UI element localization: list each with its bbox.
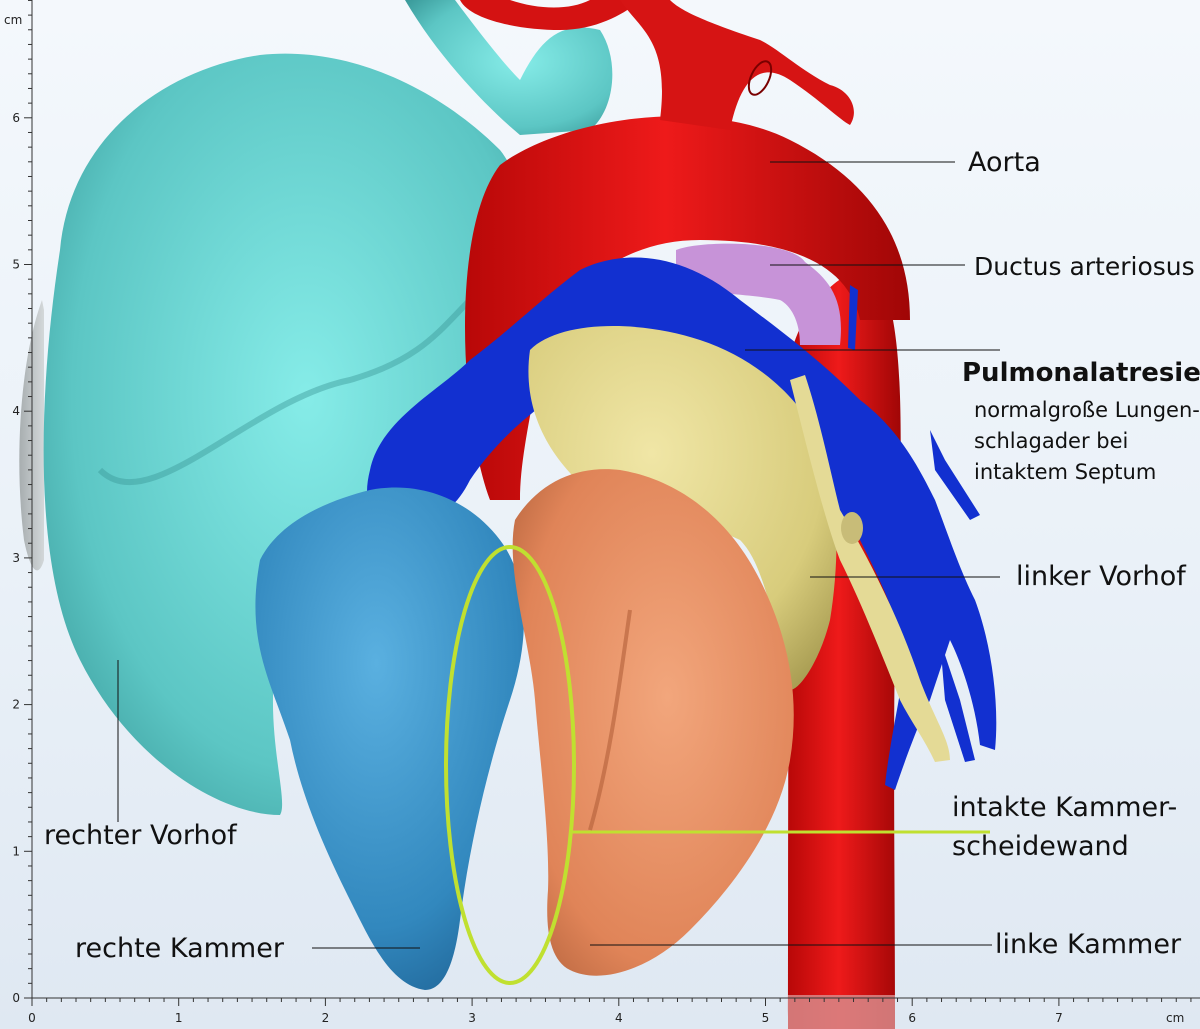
x-axis-tick-label: 0 [28, 1011, 36, 1025]
label-rechte-kammer: rechte Kammer [75, 933, 284, 964]
pulmonary-branch-lower [940, 640, 975, 762]
x-axis-tick-label: 4 [615, 1011, 623, 1025]
y-axis-tick-label: 3 [12, 551, 20, 565]
label-pulmonal-line-2: schlagader bei [974, 429, 1129, 453]
label-linker-vorhof: linker Vorhof [1016, 561, 1186, 592]
left-ventricle [512, 469, 794, 976]
y-axis-tick-label: 6 [12, 111, 20, 125]
right-ventricle [255, 487, 524, 990]
x-axis-tick-label: 2 [322, 1011, 330, 1025]
left-ventricle-ridge [588, 609, 632, 831]
aortic-arch [465, 116, 910, 500]
x-axis-tick-label: 1 [175, 1011, 183, 1025]
label-pulmonal-line-1: normalgroße Lungen- [974, 398, 1200, 422]
vessel-ring [747, 60, 773, 96]
y-axis-unit: cm [4, 13, 22, 27]
x-axis-unit: cm [1166, 1011, 1184, 1025]
brachiocephalic-vessels [620, 0, 854, 130]
y-axis-tick-label: 4 [12, 404, 20, 418]
pulmonary-vein-stump [841, 512, 863, 544]
ductus-arteriosus [676, 243, 841, 345]
label-linke-kammer: linke Kammer [995, 929, 1182, 960]
x-axis-tick-label: 7 [1055, 1011, 1063, 1025]
pulmonary-branch-top [848, 285, 858, 350]
septum-highlight-ellipse [444, 545, 576, 985]
y-axis-tick-label: 5 [12, 258, 20, 272]
label-pulmonal-line-3: intaktem Septum [974, 460, 1157, 484]
head-vessel-top [460, 0, 640, 30]
x-axis-tick-label: 5 [762, 1011, 770, 1025]
label-septum-line-1: intakte Kammer- [952, 792, 1178, 823]
label-ductus-arteriosus: Ductus arteriosus [974, 252, 1195, 281]
right-atrium-fold [97, 297, 473, 486]
label-pulmonalatresie: Pulmonalatresie [962, 358, 1200, 388]
measurement-axes: 0 1 2 3 4 5 6 7 0 1 2 3 4 5 6 cm cm [4, 0, 1200, 1025]
pulmonary-artery [367, 257, 997, 790]
y-axis-tick-label: 2 [12, 698, 20, 712]
label-septum-line-2: scheidewand [952, 831, 1129, 862]
label-rechter-vorhof: rechter Vorhof [44, 820, 237, 851]
pulmonary-branch-right [930, 430, 980, 520]
y-axis-tick-label: 0 [12, 991, 20, 1005]
x-axis-tick-label: 3 [468, 1011, 476, 1025]
right-atrium [43, 53, 522, 815]
y-axis-tick-label: 1 [12, 844, 20, 858]
x-axis-tick-label: 6 [908, 1011, 916, 1025]
superior-vena-cava [405, 0, 613, 135]
label-aorta: Aorta [968, 147, 1041, 178]
aorta-section-marker [788, 995, 895, 1029]
pulmonary-veins [790, 375, 950, 762]
